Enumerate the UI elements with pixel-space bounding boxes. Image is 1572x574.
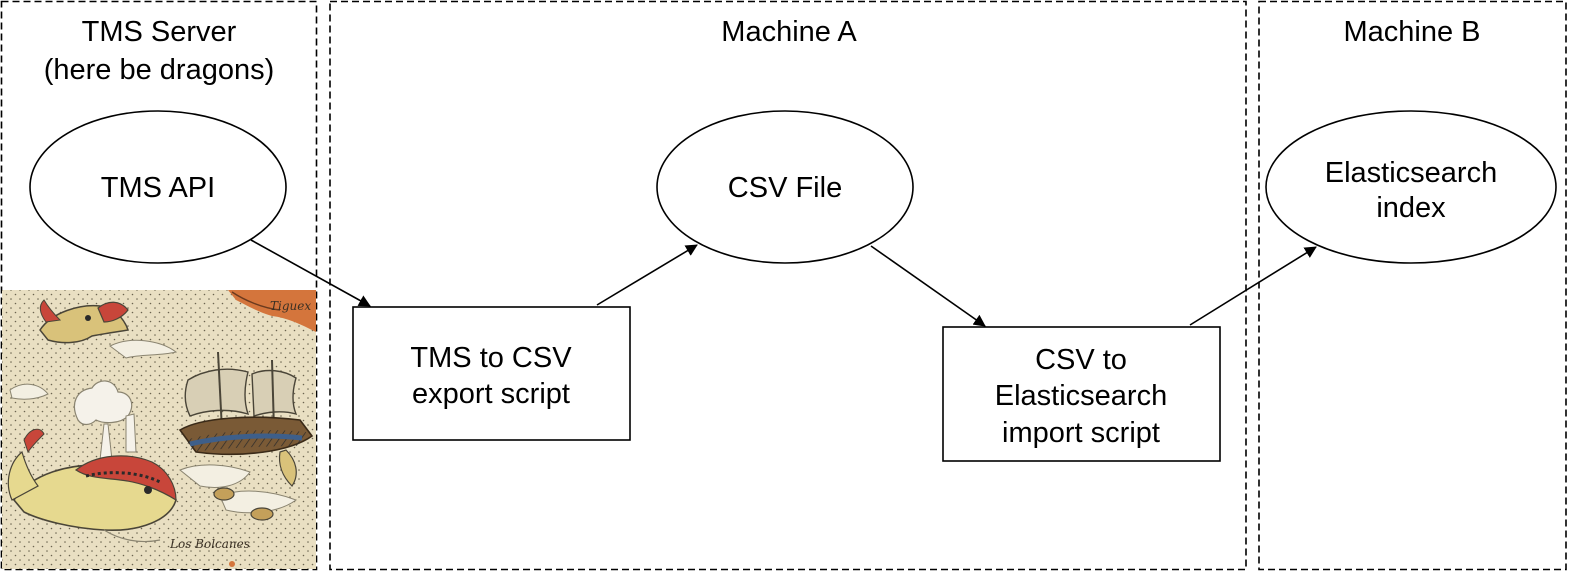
zone-machine-b-border — [1258, 0, 1567, 571]
node-import-script-line3: import script — [1002, 417, 1160, 449]
ship-illustration — [178, 351, 314, 487]
zone-machine-a-border — [329, 0, 1247, 571]
zone-machine-b: Machine B — [1258, 0, 1567, 571]
zone-tms-server-title-line1: TMS Server — [82, 16, 237, 48]
node-es-index-line1: Elasticsearch — [1325, 157, 1497, 189]
node-csv-file-shape — [656, 110, 914, 264]
zone-machine-b-title: Machine B — [1343, 16, 1480, 48]
node-es-index-line2: index — [1376, 192, 1446, 224]
map-label-place-lower: Los Bolcanes — [169, 537, 250, 551]
zone-tms-server-border — [0, 0, 318, 571]
zone-machine-a-title: Machine A — [721, 16, 857, 48]
arrow-csv-file-to-import — [870, 245, 986, 327]
node-csv-file: CSV File — [656, 110, 914, 264]
node-import-script-line1: CSV to — [1035, 344, 1127, 376]
node-export-script-line1: TMS to CSV — [410, 342, 572, 374]
arrow-import-to-es-index — [1189, 246, 1317, 326]
whale-illustration — [7, 428, 177, 543]
arrow-tms-api-to-export — [250, 239, 371, 307]
node-tms-api-label: TMS API — [101, 172, 215, 204]
zone-tms-server: TMS Server (here be dragons) — [0, 0, 318, 571]
map-label-place-upper: Tiguex — [270, 299, 311, 313]
node-import-script-shape — [942, 326, 1221, 462]
node-import-script: CSV to Elasticsearch import script — [942, 326, 1221, 462]
node-export-script-line2: export script — [412, 378, 570, 410]
node-import-script-line2: Elasticsearch — [995, 380, 1167, 412]
node-es-index: Elasticsearch index — [1265, 110, 1557, 264]
node-export-script-shape — [352, 306, 631, 441]
sea-monster-map-image: Tiguex — [2, 290, 316, 569]
node-tms-api-shape — [29, 110, 287, 264]
arrow-export-to-csv-file — [596, 244, 698, 306]
node-csv-file-label: CSV File — [728, 172, 842, 204]
zone-machine-a: Machine A — [329, 0, 1247, 571]
node-export-script: TMS to CSV export script — [352, 306, 631, 441]
node-es-index-shape — [1265, 110, 1557, 264]
zone-tms-server-title-line2: (here be dragons) — [44, 54, 275, 86]
node-tms-api: TMS API — [29, 110, 287, 264]
